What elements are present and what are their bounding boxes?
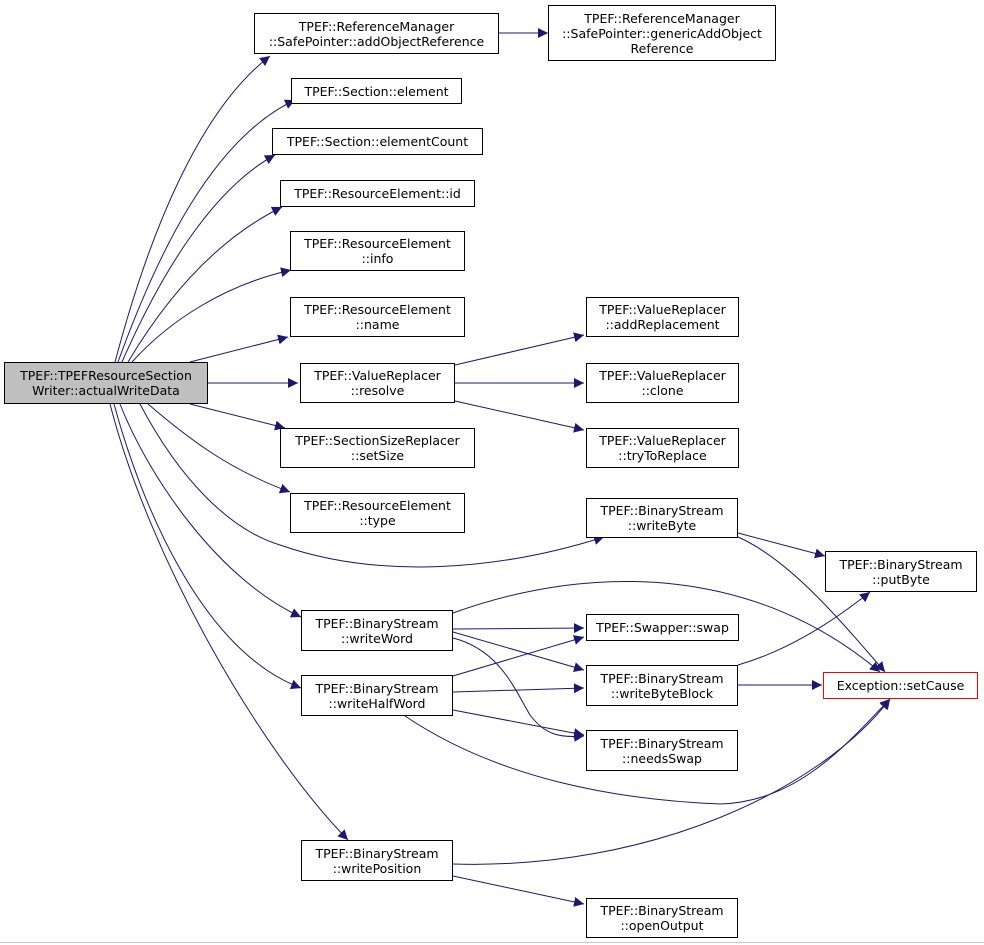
edge-binarystream_writehalfword-to-binarystream_writebyteblock xyxy=(452,683,585,694)
node-binarystream-openoutput[interactable]: TPEF::BinaryStream ::openOutput xyxy=(586,898,738,938)
node-sectionsizereplacer-setsize-line1: TPEF::SectionSizeReplacer xyxy=(295,433,460,448)
edge-root-to-binarystream_writehalfword xyxy=(113,403,302,690)
node-valuereplacer-clone-line2: ::clone xyxy=(641,383,684,398)
bottom-divider xyxy=(0,942,984,943)
node-binarystream-openoutput-line2: ::openOutput xyxy=(620,918,704,933)
edge-binarystream_writebyte-to-exception_setcause xyxy=(737,536,886,673)
node-valuereplacer-resolve[interactable]: TPEF::ValueReplacer ::resolve xyxy=(300,363,455,403)
node-resourceelement-type[interactable]: TPEF::ResourceElement ::type xyxy=(290,493,465,533)
edge-root-to-resourceelement_name xyxy=(189,334,289,363)
node-binarystream-writeword-line2: ::writeWord xyxy=(341,630,413,646)
node-root: TPEF::TPEFResourceSection Writer::actual… xyxy=(4,362,208,404)
node-swapper-swap-line1: TPEF::Swapper::swap xyxy=(596,620,729,635)
node-root-line2: Writer::actualWriteData xyxy=(32,383,180,398)
node-resourceelement-info-line2: ::info xyxy=(361,251,394,266)
edge-binarystream_writeword-to-binarystream_writebyteblock xyxy=(452,631,585,673)
node-binarystream-writeposition-line1: TPEF::BinaryStream xyxy=(315,845,439,861)
edge-binarystream_writebyte-to-binarystream_putbyte xyxy=(737,532,826,559)
node-binarystream-writeword-line1: TPEF::BinaryStream xyxy=(315,615,439,631)
node-resourceelement-type-line1: TPEF::ResourceElement xyxy=(304,498,451,513)
node-section-element-line1: TPEF::Section::element xyxy=(304,83,449,99)
node-resourceelement-id[interactable]: TPEF::ResourceElement::id xyxy=(280,180,475,207)
node-section-element[interactable]: TPEF::Section::element xyxy=(291,78,462,104)
node-valuereplacer-resolve-line2: ::resolve xyxy=(350,383,405,398)
node-binarystream-writebyteblock[interactable]: TPEF::BinaryStream ::writeByteBlock xyxy=(586,665,738,706)
node-binarystream-putbyte[interactable]: TPEF::BinaryStream ::putByte xyxy=(825,551,977,592)
edge-binarystream_writeposition-to-binarystream_openoutput xyxy=(452,875,585,907)
node-binarystream-putbyte-line2: ::putByte xyxy=(872,571,930,587)
node-resourceelement-type-line2: ::type xyxy=(359,513,396,528)
node-binarystream-needsswap-line1: TPEF::BinaryStream xyxy=(600,735,724,751)
edge-binarystream_writehalfword-to-binarystream_needsswap xyxy=(452,709,585,739)
node-genericaddobjectreference-line2: ::SafePointer::genericAddObject xyxy=(562,25,762,41)
edge-root-to-binarystream_writeposition xyxy=(109,403,349,841)
edge-binarystream_writeword-to-exception_setcause xyxy=(452,581,881,673)
node-addobjectreference[interactable]: TPEF::ReferenceManager ::SafePointer::ad… xyxy=(254,13,499,54)
node-swapper-swap[interactable]: TPEF::Swapper::swap xyxy=(586,614,739,641)
node-binarystream-writehalfword[interactable]: TPEF::BinaryStream ::writeHalfWord xyxy=(301,675,453,716)
node-valuereplacer-trytoreplace-line1: TPEF::ValueReplacer xyxy=(599,433,726,448)
edge-root-to-resourceelement_info xyxy=(131,267,292,363)
node-genericaddobjectreference-line3: Reference xyxy=(630,40,694,56)
node-binarystream-needsswap[interactable]: TPEF::BinaryStream ::needsSwap xyxy=(586,730,738,771)
node-addobjectreference-line2: ::SafePointer::addObjectReference xyxy=(268,33,485,49)
node-binarystream-writebyte-line1: TPEF::BinaryStream xyxy=(600,503,724,518)
node-section-elementcount-line1: TPEF::Section::elementCount xyxy=(286,134,469,149)
edge-root-to-sectionsizereplacer_setsize xyxy=(189,403,286,431)
edge-root-to-resourceelement_type xyxy=(147,403,291,494)
edge-binarystream_writebyteblock-to-binarystream_putbyte xyxy=(737,591,871,666)
node-sectionsizereplacer-setsize-line2: ::setSize xyxy=(350,448,405,463)
node-exception-setcause-line1: Exception::setCause xyxy=(836,678,965,693)
node-binarystream-writebyte[interactable]: TPEF::BinaryStream ::writeByte xyxy=(586,498,738,538)
node-addobjectreference-line1: TPEF::ReferenceManager xyxy=(298,18,455,34)
node-binarystream-writeposition[interactable]: TPEF::BinaryStream ::writePosition xyxy=(301,840,453,881)
node-binarystream-writeposition-line2: ::writePosition xyxy=(332,860,422,876)
node-resourceelement-name-line2: ::name xyxy=(355,317,400,332)
edge-root-to-resourceelement_id xyxy=(127,206,283,363)
edge-root-to-binarystream_writebyte xyxy=(139,403,605,568)
node-genericaddobjectreference[interactable]: TPEF::ReferenceManager ::SafePointer::ge… xyxy=(548,5,776,61)
edge-binarystream_writehalfword-to-swapper_swap xyxy=(452,635,585,677)
node-root-line1: TPEF::TPEFResourceSection xyxy=(20,368,192,383)
node-resourceelement-name-line1: TPEF::ResourceElement xyxy=(304,302,451,317)
node-binarystream-openoutput-line1: TPEF::BinaryStream xyxy=(600,903,724,918)
edge-binarystream_writeposition-to-exception_setcause xyxy=(452,698,891,865)
node-exception-setcause[interactable]: Exception::setCause xyxy=(823,672,978,699)
node-binarystream-writebyteblock-line1: TPEF::BinaryStream xyxy=(600,670,724,686)
node-valuereplacer-resolve-line1: TPEF::ValueReplacer xyxy=(314,368,441,383)
node-valuereplacer-trytoreplace[interactable]: TPEF::ValueReplacer ::tryToReplace xyxy=(586,428,739,468)
node-binarystream-writeword[interactable]: TPEF::BinaryStream ::writeWord xyxy=(301,610,453,651)
node-valuereplacer-clone-line1: TPEF::ValueReplacer xyxy=(599,368,726,383)
node-resourceelement-info-line1: TPEF::ResourceElement xyxy=(304,236,451,251)
edge-valuereplacer_resolve-to-valuereplacer_addreplacement xyxy=(454,332,585,366)
node-valuereplacer-addreplacement[interactable]: TPEF::ValueReplacer ::addReplacement xyxy=(586,297,739,337)
node-binarystream-writebyte-line2: ::writeByte xyxy=(627,518,697,533)
edge-root-to-section_element xyxy=(117,99,296,363)
edge-binarystream_writeword-to-swapper_swap xyxy=(452,623,585,634)
node-binarystream-writebyteblock-line2: ::writeByteBlock xyxy=(610,685,714,701)
node-resourceelement-id-line1: TPEF::ResourceElement::id xyxy=(294,186,461,201)
edge-root-to-addobjectreference xyxy=(114,55,271,363)
node-valuereplacer-addreplacement-line2: ::addReplacement xyxy=(605,317,720,332)
node-binarystream-needsswap-line2: ::needsSwap xyxy=(622,750,702,766)
node-genericaddobjectreference-line1: TPEF::ReferenceManager xyxy=(584,10,740,26)
edge-binarystream_writeword-to-binarystream_needsswap xyxy=(452,637,585,742)
node-valuereplacer-trytoreplace-line2: ::tryToReplace xyxy=(618,448,707,463)
edge-valuereplacer_resolve-to-valuereplacer_trytoreplace xyxy=(454,400,585,433)
node-binarystream-putbyte-line1: TPEF::BinaryStream xyxy=(839,556,963,572)
node-binarystream-writehalfword-line1: TPEF::BinaryStream xyxy=(315,680,439,696)
node-resourceelement-info[interactable]: TPEF::ResourceElement ::info xyxy=(290,231,465,271)
node-valuereplacer-addreplacement-line1: TPEF::ValueReplacer xyxy=(599,302,726,317)
node-resourceelement-name[interactable]: TPEF::ResourceElement ::name xyxy=(290,297,465,337)
edge-root-to-section_elementcount xyxy=(121,154,276,363)
node-valuereplacer-clone[interactable]: TPEF::ValueReplacer ::clone xyxy=(586,363,739,403)
node-sectionsizereplacer-setsize[interactable]: TPEF::SectionSizeReplacer ::setSize xyxy=(280,428,475,468)
node-binarystream-writehalfword-line2: ::writeHalfWord xyxy=(328,695,426,711)
edge-root-to-binarystream_writeword xyxy=(119,403,302,618)
node-section-elementcount[interactable]: TPEF::Section::elementCount xyxy=(272,128,483,155)
